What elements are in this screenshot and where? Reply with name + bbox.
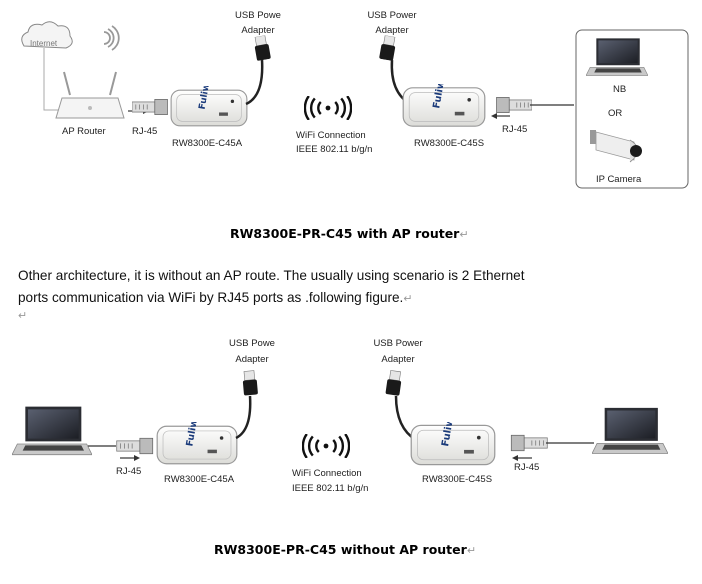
rw8300e-c45s-label-bottom: RW8300E-C45S — [422, 474, 493, 485]
rw8300e-c45a-label-bottom: RW8300E-C45A — [164, 474, 235, 485]
usb-power-label-top-left: USB Powe Adapter — [235, 10, 281, 36]
rw8300e-c45a-label-top: RW8300E-C45A — [172, 138, 243, 149]
usb-cable-bottom-left — [235, 395, 252, 440]
wireless-signal-icon — [103, 25, 120, 51]
ap-router-icon — [55, 71, 125, 119]
rj45-label-top-right: RJ-45 — [502, 124, 528, 135]
arrow-right-top — [491, 113, 510, 119]
rw8300e-c45s-label-top: RW8300E-C45S — [414, 138, 485, 149]
rj45-label-bottom-left: RJ-45 — [116, 466, 142, 477]
paragraph-line-1: Other architecture, it is without an AP … — [18, 268, 525, 283]
wifi-signal-icon-top — [304, 96, 352, 120]
rj45-connector-bottom-right — [510, 434, 548, 452]
nb-label: NB — [613, 84, 627, 95]
rj45-connector-top-left — [132, 99, 168, 115]
rj45-connector-bottom-left — [116, 437, 154, 455]
arrow-left-bottom — [120, 455, 140, 461]
wifi-connection-label-top: WiFi Connection IEEE 802.11 b/g/n — [296, 130, 373, 155]
top-diagram-caption: RW8300E-PR-C45 with AP router↵ — [230, 226, 469, 241]
wifi-signal-icon-bottom — [302, 434, 350, 458]
rw8300e-c45a-device-bottom — [156, 422, 238, 465]
ip-camera-label: IP Camera — [596, 174, 642, 185]
rw8300e-c45a-device-top — [170, 86, 248, 127]
usb-power-adapter-top-right — [378, 34, 398, 62]
usb-power-adapter-top-left — [252, 34, 272, 62]
paragraph-line-2: ports communication via WiFi by RJ45 por… — [18, 290, 413, 305]
usb-power-label-top-right: USB Power Adapter — [367, 10, 417, 36]
laptop-icon-bottom-right — [592, 407, 668, 455]
usb-cable-top-left — [245, 59, 264, 106]
internet-label: Internet — [30, 39, 58, 48]
or-label: OR — [608, 108, 623, 119]
usb-power-adapter-bottom-right — [384, 369, 404, 397]
empty-paragraph-mark: ↵ — [18, 310, 28, 322]
rj45-label-bottom-right: RJ-45 — [514, 462, 540, 473]
bottom-diagram-caption: RW8300E-PR-C45 without AP router↵ — [214, 542, 477, 557]
wifi-connection-label-bottom: WiFi Connection IEEE 802.11 b/g/n — [292, 468, 369, 494]
internet-cloud — [21, 21, 73, 49]
ip-camera-icon — [590, 130, 642, 163]
cloud-router-link — [43, 48, 62, 111]
usb-power-label-bottom-right: USB Power Adapter — [373, 338, 423, 365]
ap-router-label: AP Router — [62, 126, 106, 137]
usb-power-adapter-bottom-left — [241, 369, 259, 397]
usb-power-label-bottom-left: USB Powe Adapter — [229, 338, 275, 365]
laptop-icon-bottom-left — [12, 405, 92, 456]
rw8300e-c45s-device-bottom — [410, 422, 496, 466]
arrow-right-bottom — [512, 455, 532, 461]
rw8300e-c45s-device-top — [402, 84, 486, 127]
architecture-paragraph: Other architecture, it is without an AP … — [18, 265, 663, 310]
rj45-label-top-left: RJ-45 — [132, 126, 158, 137]
rj45-connector-top-right — [496, 97, 532, 113]
